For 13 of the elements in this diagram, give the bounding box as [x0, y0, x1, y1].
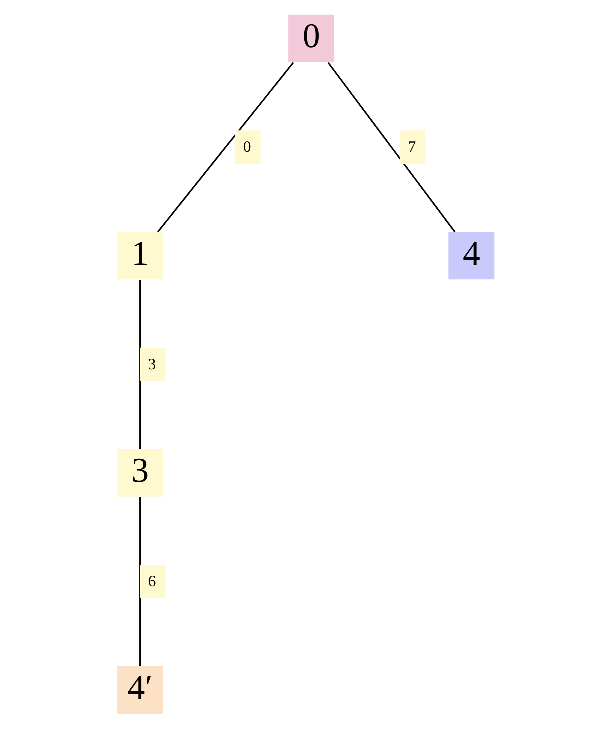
connector: [139, 280, 141, 450]
node-box: 4′: [116, 666, 163, 714]
connector: [139, 497, 141, 666]
node-box: 3: [116, 449, 163, 497]
node-box: 0: [288, 14, 334, 62]
node-box: 4: [448, 232, 494, 280]
edge-label: 3: [148, 356, 156, 374]
edge-label: 0: [242, 139, 251, 156]
edge-label: 7: [408, 139, 416, 156]
connector: [156, 62, 294, 233]
node-box: 1: [116, 232, 163, 280]
edge-label: 6: [148, 573, 156, 590]
connector: [327, 62, 456, 233]
